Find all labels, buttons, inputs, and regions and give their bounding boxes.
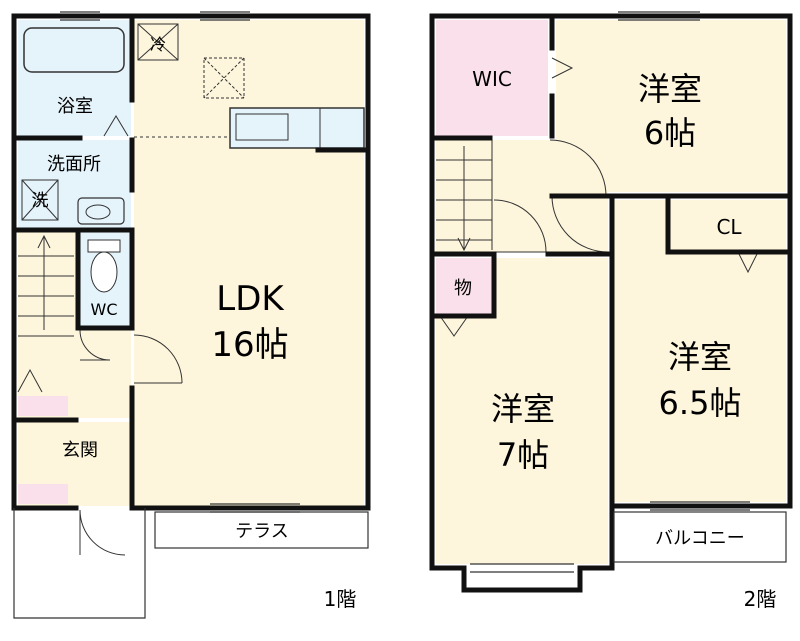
room-c-label: 洋室 xyxy=(668,338,732,376)
windows-floor-1 xyxy=(60,11,300,513)
ldk-size: 16帖 xyxy=(211,325,288,365)
floor-2: WIC 洋室 6帖 CL 物 洋室 6.5帖 洋室 7帖 バルコニー 2階 xyxy=(429,11,793,611)
room-a-size: 6帖 xyxy=(644,114,696,152)
balcony-outline xyxy=(613,511,787,563)
hood-x1 xyxy=(203,57,245,99)
walls-floor-1 xyxy=(11,13,371,511)
stairs-floor-2 xyxy=(436,140,493,252)
storage-label: 物 xyxy=(454,278,472,299)
fridge-x2 xyxy=(137,23,179,61)
toilet-bowl xyxy=(90,251,118,293)
washer-x2 xyxy=(21,179,59,221)
wic-label: WIC xyxy=(472,67,512,91)
floor-1-label: 1階 xyxy=(324,587,357,611)
fridge-label: 冷 xyxy=(150,35,166,54)
entrance-label: 玄関 xyxy=(62,440,98,461)
floor-2-label: 2階 xyxy=(744,587,777,611)
wic-floor xyxy=(436,20,548,136)
room-a-label: 洋室 xyxy=(638,70,702,108)
ldk-floor xyxy=(134,20,364,506)
cl-label: CL xyxy=(716,215,742,239)
walls-floor-2 xyxy=(429,13,793,593)
room-c-size: 6.5帖 xyxy=(659,384,742,422)
room-b-label: 洋室 xyxy=(491,390,555,428)
washer-label: 洗 xyxy=(32,191,49,211)
bath-label: 浴室 xyxy=(57,96,93,117)
balcony-label: バルコニー xyxy=(655,528,745,549)
wash-basin xyxy=(77,197,125,225)
range-hood xyxy=(203,57,245,99)
terrace-label: テラス xyxy=(235,521,289,542)
stairs-floor-1 xyxy=(18,234,74,337)
bathtub xyxy=(23,27,125,73)
wash-bowl xyxy=(85,204,111,220)
ldk-label: LDK xyxy=(216,279,285,319)
room-b-size: 7帖 xyxy=(497,436,549,474)
shoe-closet xyxy=(18,396,68,416)
hood-x2 xyxy=(203,57,245,99)
entrance-closet xyxy=(18,484,68,504)
wc-label: WC xyxy=(91,300,118,319)
toilet-tank xyxy=(87,239,121,253)
washroom-label: 洗面所 xyxy=(47,154,101,175)
storage-floor-top xyxy=(436,258,492,316)
kitchen-sink xyxy=(235,113,289,141)
outdoor-floor-1 xyxy=(13,508,369,619)
hall-floor xyxy=(18,232,78,418)
hall-floor-2 xyxy=(78,330,131,418)
windows-floor-2 xyxy=(470,11,750,573)
door-swings-floor-1 xyxy=(17,115,183,556)
floor-1: 浴室 冷 洗面所 洗 WC LDK 16帖 玄関 テラス 1階 xyxy=(11,11,371,619)
